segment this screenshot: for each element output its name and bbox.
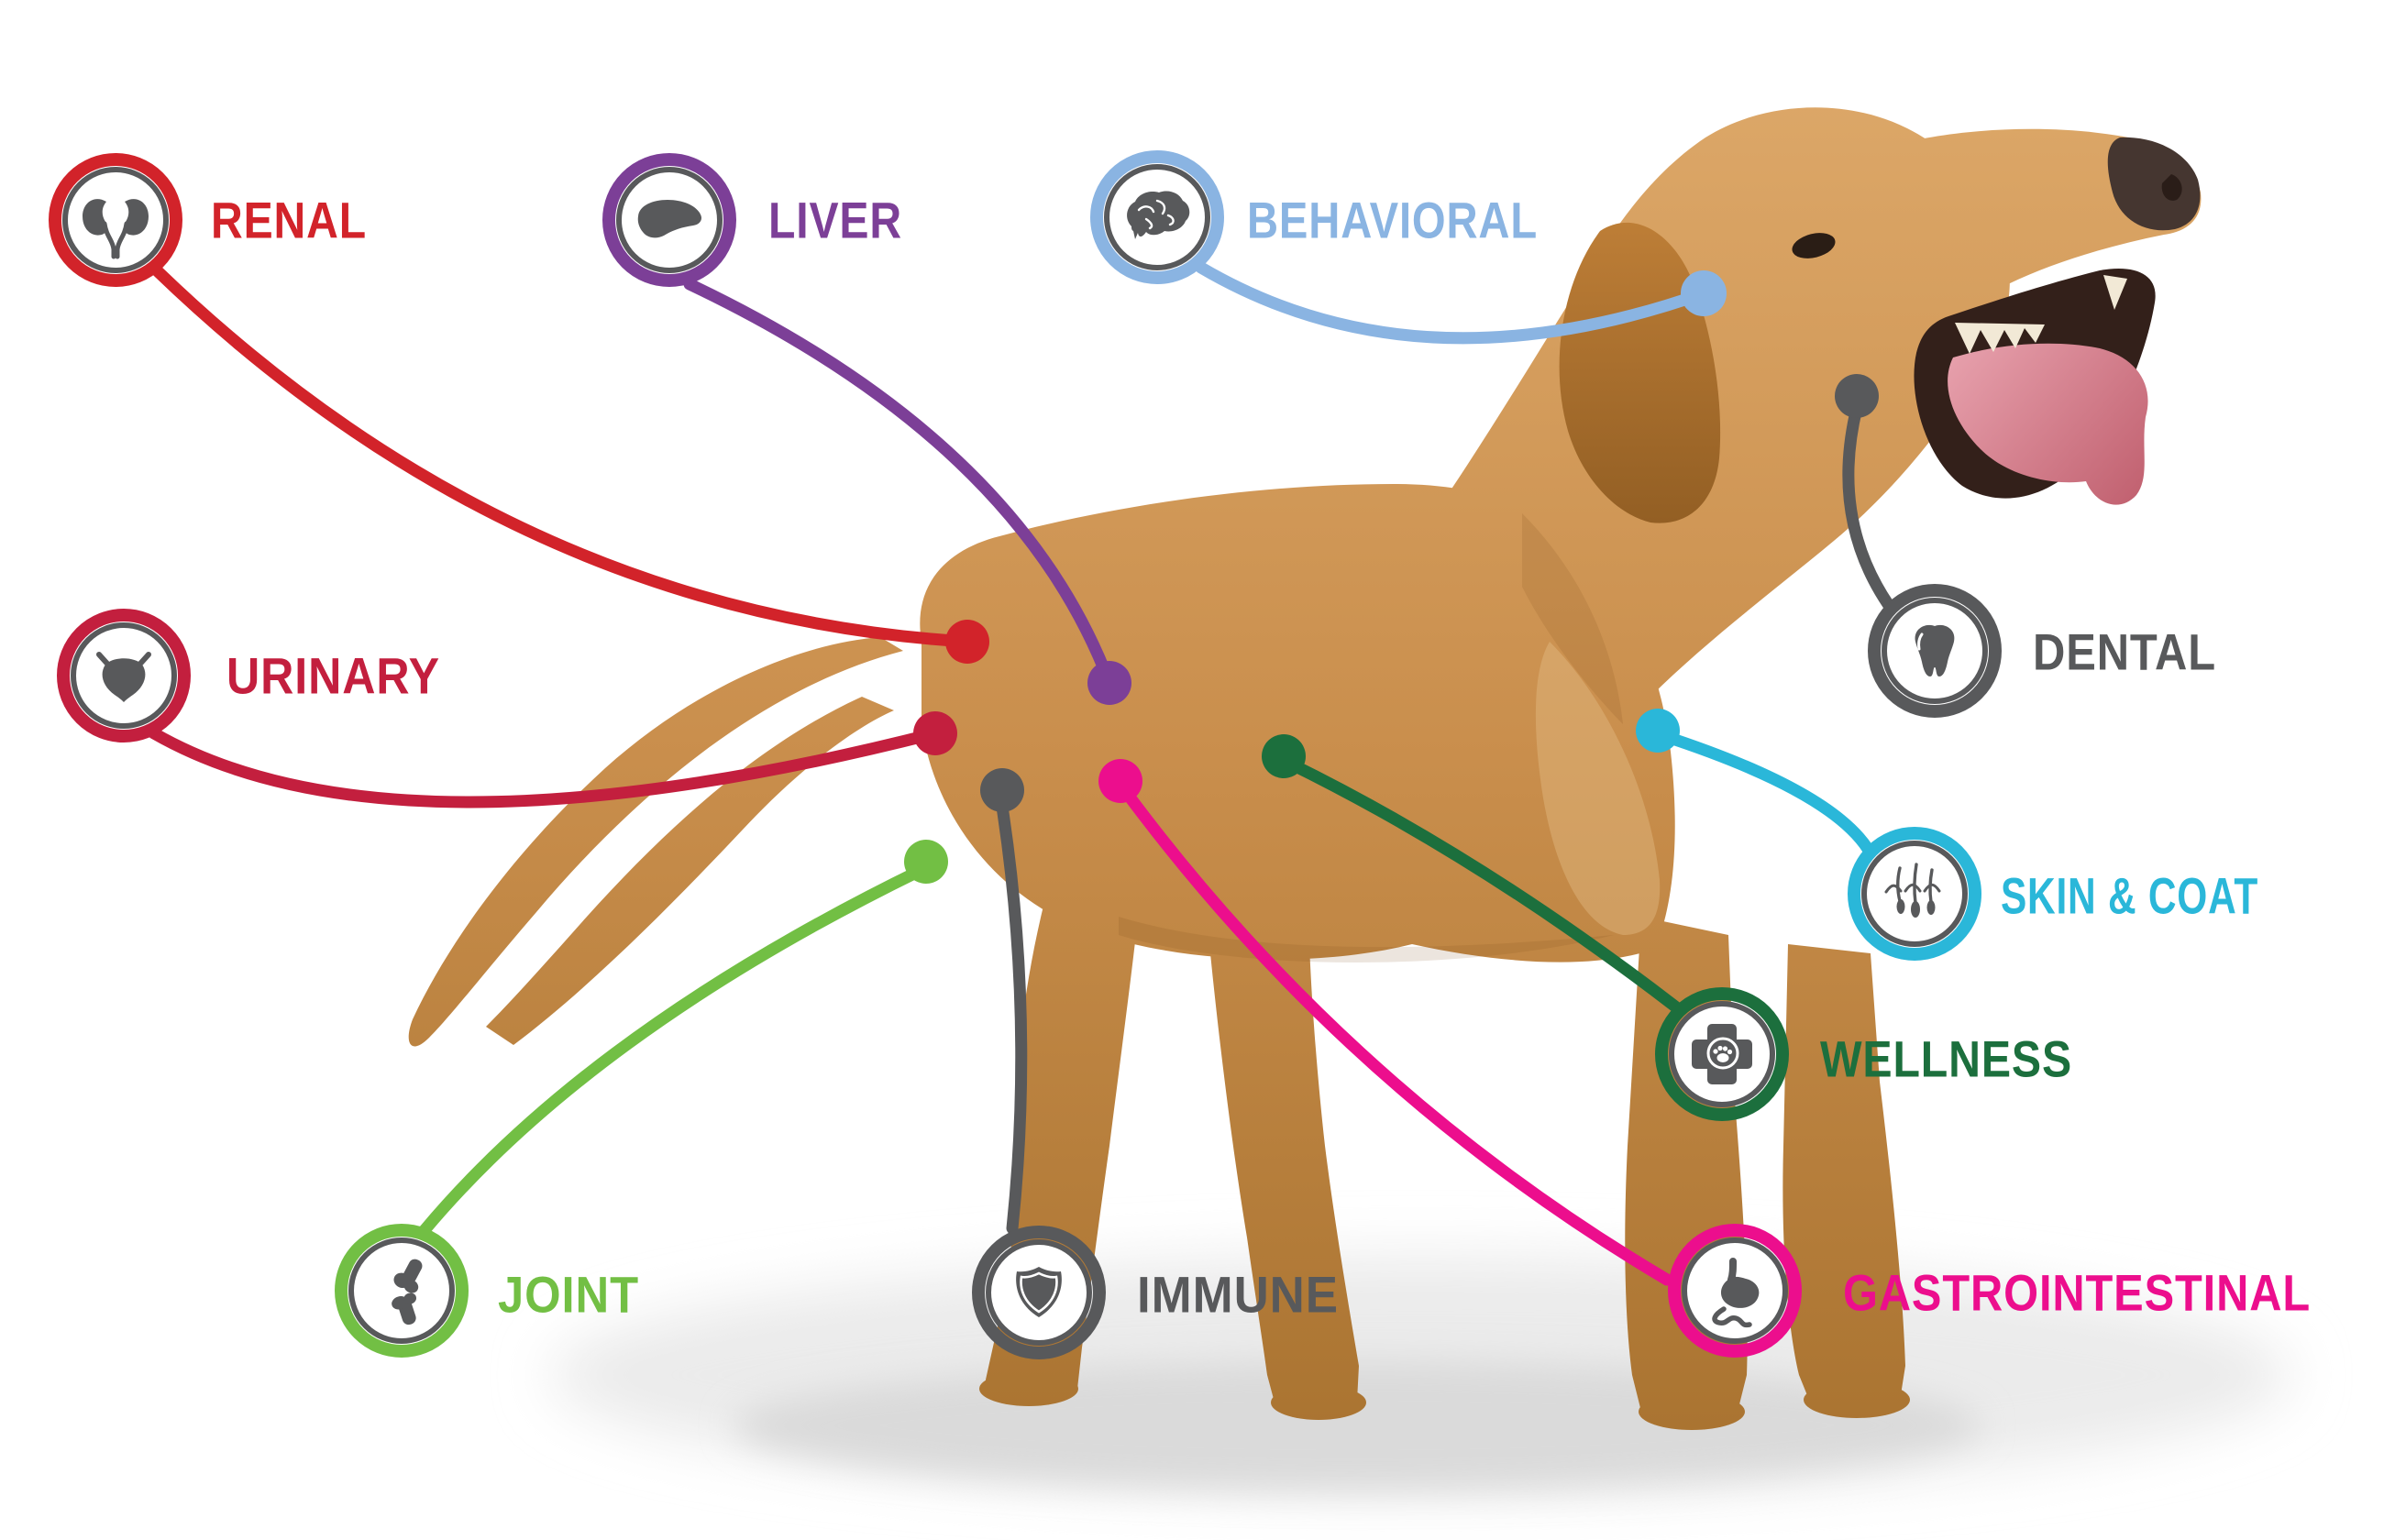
callout-joint: JOINT: [335, 840, 948, 1358]
dog-shading-neck: [1522, 513, 1623, 724]
gastrointestinal-ring: [1668, 1224, 1802, 1358]
brain-icon: [1127, 191, 1190, 239]
liver-connector-line: [683, 278, 1116, 689]
dog-canine-tooth: [2103, 275, 2127, 310]
gastrointestinal-body-dot: [1098, 759, 1142, 803]
immune-body-dot: [980, 768, 1024, 812]
urinary-connector-line: [148, 727, 942, 808]
callout-skin-coat: SKIN & COAT: [1636, 709, 2258, 961]
wellness-connector-line: [1282, 756, 1682, 1013]
callout-liver: LIVER: [602, 153, 1131, 705]
urinary-badge: [57, 609, 191, 742]
behavioral-connector-line: [1195, 261, 1710, 345]
dog-front-leg-far: [1782, 944, 1905, 1413]
liver-label: LIVER: [768, 192, 902, 249]
behavioral-label: BEHAVIORAL: [1247, 192, 1538, 249]
renal-body-dot: [945, 620, 989, 664]
skin-coat-ring: [1848, 827, 1981, 961]
urinary-label: URINARY: [226, 647, 440, 705]
gastrointestinal-badge: [1668, 1224, 1802, 1358]
callout-urinary: URINARY: [57, 609, 957, 808]
wellness-label: WELLNESS: [1820, 1030, 2072, 1088]
dog-paw-hind-near: [979, 1371, 1078, 1406]
urinary-body-dot: [913, 711, 957, 755]
dog-paw-hind-far: [1271, 1385, 1366, 1420]
liver-ring: [602, 153, 736, 287]
callout-behavioral: BEHAVIORAL: [1090, 150, 1727, 345]
hair-follicle-icon: [1884, 863, 1941, 918]
dog-tail: [408, 637, 903, 1047]
callout-dental: DENTAL: [1835, 374, 2216, 718]
liver-badge: [602, 153, 736, 287]
callout-wellness: WELLNESS: [1262, 734, 2072, 1121]
immune-ring: [972, 1226, 1106, 1359]
gastrointestinal-connector-line: [1120, 786, 1673, 1286]
behavioral-body-dot: [1681, 270, 1727, 316]
joint-label: JOINT: [498, 1266, 639, 1324]
joint-ring-inner: [348, 1238, 455, 1344]
medical-cross-paw-icon: [1692, 1024, 1752, 1084]
behavioral-badge: [1090, 150, 1224, 284]
dog-tongue: [1948, 343, 2148, 505]
wellness-ring: [1655, 987, 1789, 1121]
dog-paw-front-far: [1804, 1381, 1910, 1418]
liver-body-dot: [1087, 661, 1131, 705]
liver-icon: [637, 200, 702, 238]
gastrointestinal-label: GASTROINTESTINAL: [1843, 1264, 2311, 1322]
dental-badge: [1868, 584, 2002, 718]
shield-icon: [1016, 1267, 1062, 1317]
dental-connector-line: [1842, 402, 1894, 610]
skin-coat-connector-line: [1658, 730, 1874, 855]
immune-connector-line: [996, 800, 1028, 1235]
dog-tail-fringe: [486, 697, 894, 1045]
dog-nostril: [2161, 174, 2182, 201]
skin-coat-label: SKIN & COAT: [2001, 867, 2258, 925]
renal-connector-line: [151, 265, 974, 648]
dog-nose: [2107, 137, 2201, 231]
wellness-badge: [1655, 987, 1789, 1121]
dog-chest-fur-highlight: [1535, 642, 1661, 935]
immune-label: IMMUNE: [1137, 1266, 1339, 1324]
dental-body-dot: [1835, 374, 1879, 418]
joint-body-dot: [904, 840, 948, 884]
joint-badge: [335, 1224, 469, 1358]
joint-connector-line: [418, 864, 926, 1237]
renal-ring-inner: [62, 167, 169, 273]
callout-renal: RENAL: [49, 153, 989, 664]
bladder-icon: [96, 652, 151, 702]
dental-label: DENTAL: [2033, 623, 2216, 681]
skin-coat-body-dot: [1636, 709, 1680, 753]
renal-label: RENAL: [211, 192, 367, 249]
skin-coat-badge: [1848, 827, 1981, 961]
behavioral-ring: [1090, 150, 1224, 284]
urinary-ring: [57, 609, 191, 742]
dog-eye: [1792, 233, 1836, 258]
renal-badge: [49, 153, 182, 287]
dog-hind-leg-far: [1210, 944, 1359, 1414]
kidneys-icon: [83, 199, 149, 259]
knee-joint-icon: [392, 1259, 423, 1326]
dog-teeth: [1955, 323, 2045, 354]
tooth-icon: [1915, 624, 1955, 676]
dental-ring: [1868, 584, 2002, 718]
renal-ring: [49, 153, 182, 287]
joint-ring: [335, 1224, 469, 1358]
dog-shading-belly: [1119, 917, 1614, 962]
callout-gastrointestinal: GASTROINTESTINAL: [1098, 759, 2311, 1358]
immune-badge: [972, 1226, 1106, 1359]
wellness-body-dot: [1262, 734, 1306, 778]
stomach-icon: [1712, 1258, 1760, 1328]
dog-paw-front-near: [1639, 1393, 1745, 1430]
callout-immune: IMMUNE: [972, 768, 1339, 1359]
